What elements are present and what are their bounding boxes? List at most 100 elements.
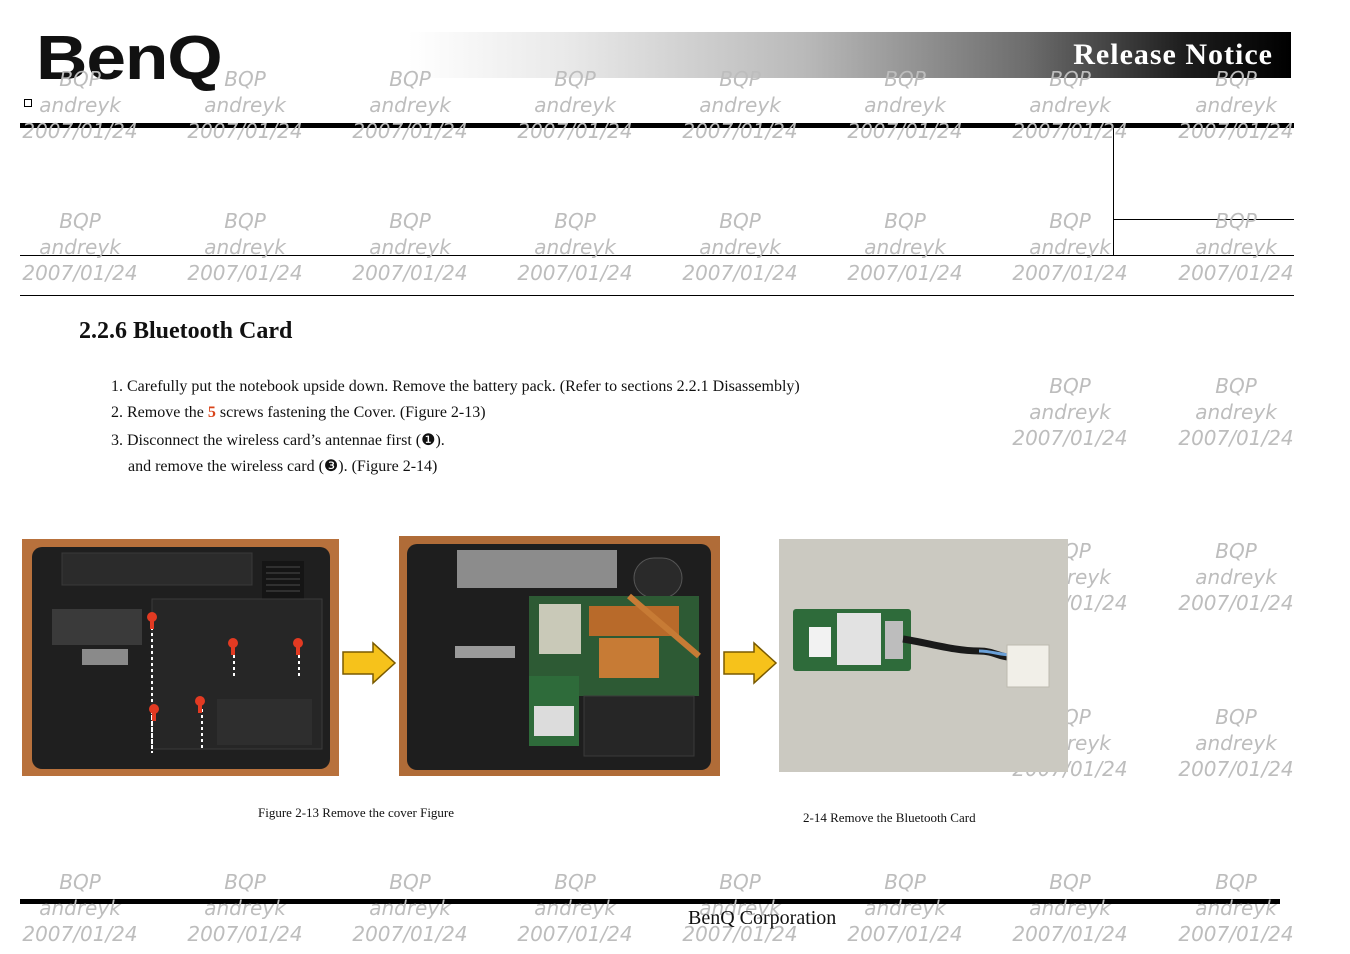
vertical-rule — [1113, 128, 1114, 256]
watermark-line: BQP — [1215, 209, 1257, 233]
watermark-line: BQP — [59, 67, 101, 91]
watermark-line: BQP — [224, 209, 266, 233]
watermark-line: BQP — [884, 209, 926, 233]
step-text: screws fastening the Cover. (Figure 2-13… — [215, 404, 486, 421]
screw-count: 5 — [207, 404, 216, 421]
watermark-line: BQP — [59, 209, 101, 233]
watermark-line: andreyk — [1195, 400, 1277, 424]
watermark-line: BQP — [1215, 67, 1257, 91]
photo-bluetooth-card — [779, 539, 1068, 772]
watermark-line: BQP — [719, 870, 761, 894]
figure-caption-2-13: Figure 2-13 Remove the cover Figure — [258, 805, 455, 820]
watermark-line: BQP — [389, 870, 431, 894]
watermark-line: andreyk — [1029, 235, 1111, 259]
watermark-line: andreyk — [369, 896, 451, 920]
watermark-line: 2007/01/24 — [187, 261, 303, 285]
watermark-line: andreyk — [1029, 93, 1111, 117]
watermark-line: 2007/01/24 — [1178, 426, 1294, 450]
watermark-line: andreyk — [864, 93, 946, 117]
watermark-line: andreyk — [1029, 896, 1111, 920]
step-text: 1. Carefully put the notebook upside dow… — [111, 378, 800, 395]
watermark-line: andreyk — [39, 896, 121, 920]
watermark-line: BQP — [389, 67, 431, 91]
photo-laptop-opened — [399, 536, 720, 776]
watermark-line: BQP — [224, 67, 266, 91]
watermark-line: andreyk — [699, 896, 781, 920]
watermark-line: andreyk — [699, 93, 781, 117]
watermark-line: andreyk — [39, 93, 121, 117]
watermark-line: andreyk — [1029, 400, 1111, 424]
watermark-line: andreyk — [39, 235, 121, 259]
watermark-line: andreyk — [1195, 896, 1277, 920]
watermark-line: andreyk — [1195, 93, 1277, 117]
watermark-line: 2007/01/24 — [1178, 261, 1294, 285]
footer-company: BenQ Corporation — [688, 907, 837, 929]
watermark-line: 2007/01/24 — [1012, 261, 1128, 285]
step-3: 3. Disconnect the wireless card’s antenn… — [111, 430, 445, 450]
watermark-line: 2007/01/24 — [22, 119, 138, 143]
watermark-line: BQP — [884, 870, 926, 894]
step-text: 2. Remove the — [111, 404, 208, 421]
watermark-line: 2007/01/24 — [187, 119, 303, 143]
watermark-line: andreyk — [864, 896, 946, 920]
watermark-line: 2007/01/24 — [1012, 119, 1128, 143]
watermark-line: 2007/01/24 — [352, 119, 468, 143]
watermark-line: andreyk — [864, 235, 946, 259]
watermark-line: 2007/01/24 — [1178, 591, 1294, 615]
watermark-line: 2007/01/24 — [847, 922, 963, 946]
watermark-line: andreyk — [534, 896, 616, 920]
watermark-line: BQP — [884, 67, 926, 91]
watermark-line: andreyk — [369, 235, 451, 259]
watermark-line: 2007/01/24 — [352, 261, 468, 285]
footer-rule — [20, 899, 1280, 904]
bullet-icon — [24, 99, 32, 107]
watermark-line: BQP — [224, 870, 266, 894]
watermark-line: andreyk — [204, 93, 286, 117]
arrow-right-icon — [723, 641, 778, 685]
watermark-line: BQP — [1215, 539, 1257, 563]
watermark-line: andreyk — [204, 235, 286, 259]
watermark-line: 2007/01/24 — [682, 922, 798, 946]
watermark-line: 2007/01/24 — [847, 119, 963, 143]
benq-logo: BenQ — [36, 24, 223, 93]
watermark-line: BQP — [1049, 67, 1091, 91]
watermark-line: BQP — [1049, 209, 1091, 233]
watermark-line: BQP — [554, 67, 596, 91]
step-text: and remove the wireless card (❸). (Figur… — [128, 458, 438, 475]
watermark-line: 2007/01/24 — [682, 261, 798, 285]
watermark-line: BQP — [554, 870, 596, 894]
watermark-line: BQP — [1215, 374, 1257, 398]
watermark-line: 2007/01/24 — [517, 261, 633, 285]
step-1: 1. Carefully put the notebook upside dow… — [111, 378, 800, 396]
watermark-line: 2007/01/24 — [1012, 426, 1128, 450]
watermark-line: BQP — [59, 870, 101, 894]
table-rule — [20, 255, 1294, 256]
watermark-line: andreyk — [204, 896, 286, 920]
watermark-line: 2007/01/24 — [1178, 757, 1294, 781]
watermark-line: 2007/01/24 — [1178, 922, 1294, 946]
laptop-underside-illustration — [22, 539, 339, 776]
step-3-continued: and remove the wireless card (❸). (Figur… — [128, 456, 437, 476]
header-rule — [20, 123, 1294, 128]
release-notice-banner: Release Notice — [408, 32, 1291, 78]
watermark-line: BQP — [1215, 705, 1257, 729]
watermark-line: andreyk — [534, 93, 616, 117]
watermark-line: 2007/01/24 — [22, 922, 138, 946]
